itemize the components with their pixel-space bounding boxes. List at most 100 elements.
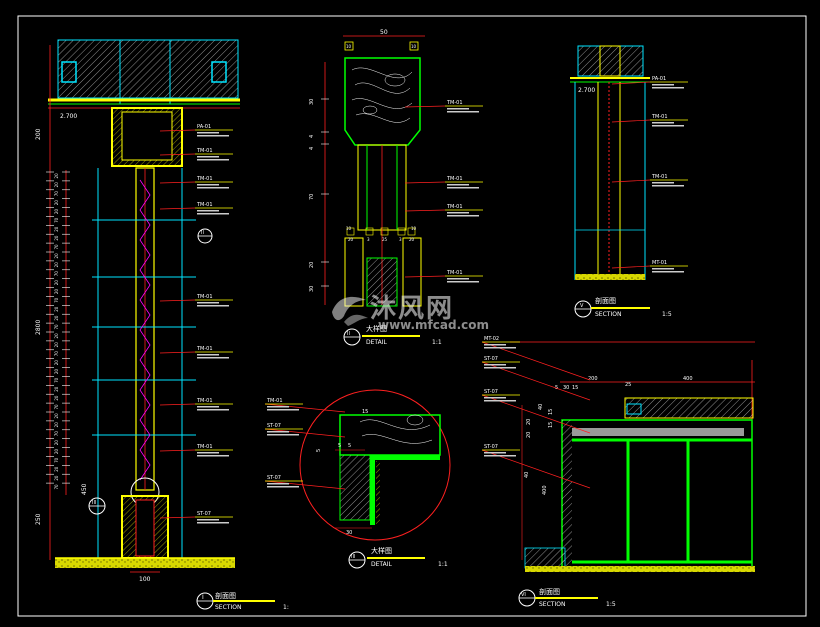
material-tag: ST-07 [159, 511, 233, 524]
material-code: TM-01 [651, 174, 668, 180]
material-note [267, 431, 289, 433]
title-scale: 1:5 [606, 601, 616, 608]
material-tag: MT-01 [611, 260, 688, 273]
title-cn: 剖面图 [539, 587, 560, 596]
side-dim: 70 [309, 194, 315, 200]
spacing-label: 70 [54, 404, 59, 410]
mid-dim: 20 [348, 237, 354, 242]
spacing-label: 20 [54, 448, 59, 454]
spacing-label: 70 [54, 244, 59, 250]
top-dim: 25 [625, 382, 631, 388]
title-cn: 剖面图 [595, 296, 616, 305]
drawing-frame [17, 15, 807, 617]
dimension-ticks [46, 171, 70, 484]
material-code: TM-01 [651, 114, 668, 120]
top-dim: 200 [588, 376, 598, 382]
material-note [267, 434, 299, 436]
watermark-logo-icon [332, 296, 368, 326]
section-6: 2002540053015402020151540400 MT-02ST-07S… [481, 336, 755, 608]
material-tag: TM-01 [404, 176, 483, 189]
material-tag: PA-01 [159, 124, 233, 137]
mid-dim: 25 [382, 237, 388, 242]
material-tag: TM-01 [404, 270, 483, 283]
side-dim: 20 [309, 262, 315, 268]
material-note [267, 486, 299, 488]
spacing-label: 20 [54, 226, 59, 232]
material-tag: TM-01 [264, 398, 346, 413]
level-mark: 2.700 [578, 87, 595, 94]
title-mark: V [580, 303, 584, 309]
spacing-label: 70 [54, 324, 59, 330]
material-note [447, 108, 469, 110]
material-note [447, 215, 479, 217]
spacing-label: 20 [54, 386, 59, 392]
spacing-label: 20 [54, 182, 59, 188]
small-dim: 10 [346, 226, 352, 231]
title-cn: 大样图 [366, 324, 387, 333]
title-mark: VI [521, 592, 526, 598]
material-note [652, 182, 674, 184]
material-code: TM-01 [196, 202, 213, 208]
material-code: TM-01 [196, 176, 213, 182]
spacing-label: 20 [54, 333, 59, 339]
material-code: TM-01 [196, 294, 213, 300]
material-note [447, 187, 479, 189]
spacing-label: 20 [54, 200, 59, 206]
side-dim: 20 [526, 419, 532, 425]
side-dim: 30 [309, 99, 315, 105]
side-dim: 30 [309, 286, 315, 292]
material-tag: TM-01 [404, 100, 483, 113]
material-note [652, 84, 674, 86]
small-dim: 10 [411, 226, 417, 231]
spacing-label: 70 [54, 297, 59, 303]
side-dim: 40 [538, 404, 544, 410]
spacing-label: 20 [54, 262, 59, 268]
material-note [197, 357, 229, 359]
dim: 30 [346, 530, 352, 536]
spacing-label: 20 [54, 306, 59, 312]
spacing-label: 20 [54, 413, 59, 419]
material-note [197, 522, 229, 524]
material-code: TM-01 [196, 444, 213, 450]
material-note [197, 132, 219, 134]
material-note [484, 347, 516, 349]
material-tag: TM-01 [611, 114, 688, 127]
spacing-label: 70 [54, 191, 59, 197]
spacing-label: 20 [54, 173, 59, 179]
material-note [652, 87, 684, 89]
material-code: ST-07 [197, 511, 211, 517]
dim: 5 [348, 443, 351, 449]
mid-dim: 20 [409, 237, 415, 242]
title-mark: I [202, 594, 204, 601]
material-note [197, 519, 219, 521]
title-en: SECTION [539, 601, 565, 608]
title-en: DETAIL [371, 561, 392, 568]
spacing-label: 70 [54, 217, 59, 223]
spacing-label: 70 [54, 271, 59, 277]
material-tag: ST-07 [264, 423, 346, 438]
title-mark: II [347, 331, 350, 337]
mid-dim: 3 [367, 237, 370, 242]
material-note [447, 184, 469, 186]
material-note [484, 452, 506, 454]
title-cn: 大样图 [371, 546, 392, 555]
material-note [484, 367, 516, 369]
watermark-en: www.mfcad.com [378, 318, 489, 332]
material-code: ST-07 [484, 444, 498, 450]
side-dim: 15 [548, 409, 554, 415]
side-dim: 400 [542, 485, 548, 495]
material-note [652, 125, 684, 127]
dim-top: 200 [35, 128, 42, 140]
level-mark: 2.700 [60, 113, 77, 120]
material-note [197, 184, 219, 186]
dim: 5 [338, 443, 341, 449]
material-note [197, 452, 219, 454]
material-code: TM-01 [196, 346, 213, 352]
material-note [197, 159, 229, 161]
spacing-label: 20 [54, 280, 59, 286]
dim-lower: 450 [81, 483, 88, 495]
